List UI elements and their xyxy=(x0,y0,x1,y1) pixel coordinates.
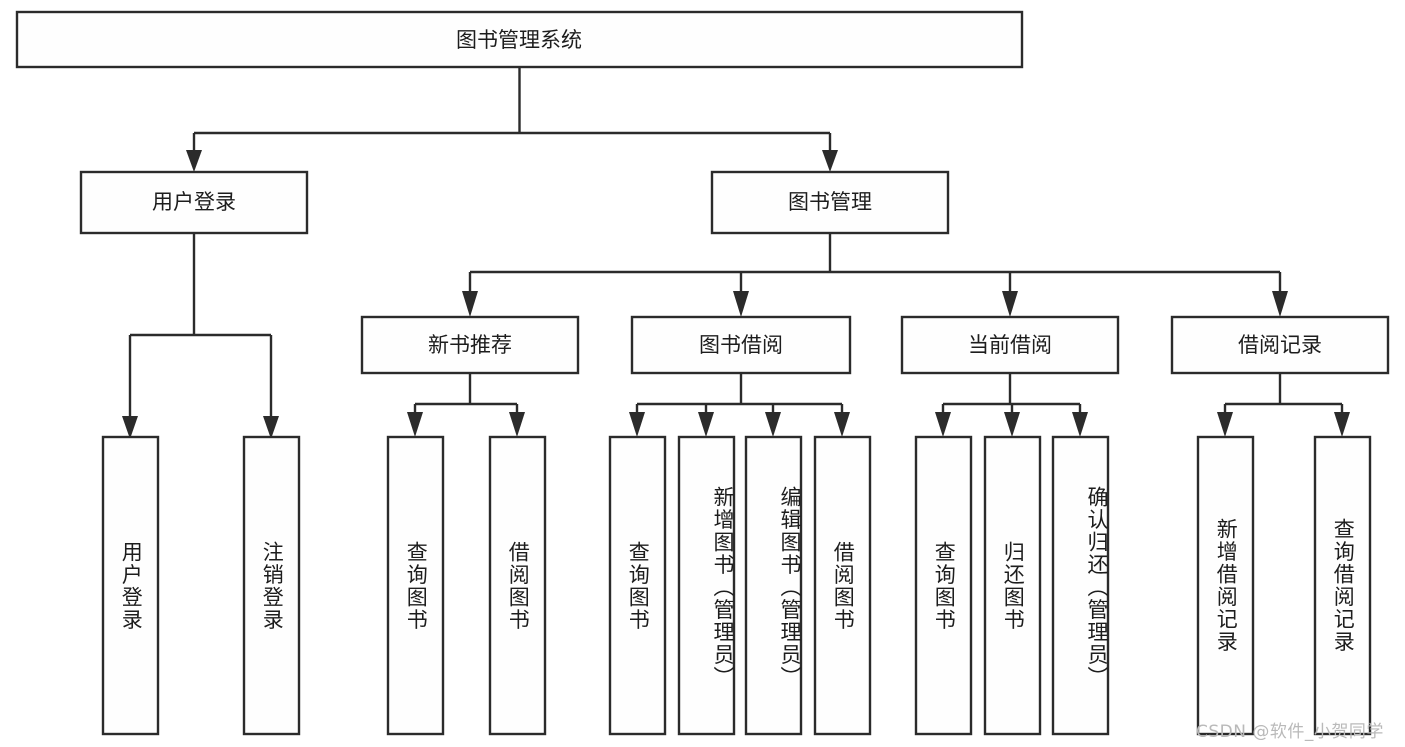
node-label-user-login: 用户登录 xyxy=(152,190,236,214)
arrow-head-book-manage xyxy=(822,150,838,172)
arrow-head-leaf-confirm-return xyxy=(1072,412,1088,437)
node-label-current-borrow: 当前借阅 xyxy=(968,333,1052,357)
node-box-new-book-rec[interactable] xyxy=(360,315,580,375)
node-box-leaf-confirm-return[interactable] xyxy=(1051,435,1110,736)
arrow-head-leaf-add-book xyxy=(698,412,714,437)
connector-group-book-borrow xyxy=(629,373,850,437)
node-box-current-borrow[interactable] xyxy=(900,315,1120,375)
node-box-leaf-logout[interactable] xyxy=(242,435,301,736)
arrow-head-leaf-user-login xyxy=(122,416,138,439)
arrow-head-leaf-query-book-1 xyxy=(407,412,423,437)
node-box-leaf-borrow-book-2[interactable] xyxy=(813,435,872,736)
node-box-book-borrow[interactable] xyxy=(630,315,852,375)
arrow-head-leaf-logout xyxy=(263,416,279,439)
node-box-leaf-borrow-book-1[interactable] xyxy=(488,435,547,736)
node-box-leaf-add-book[interactable] xyxy=(677,435,736,736)
node-label-book-manage: 图书管理 xyxy=(788,190,872,214)
arrow-head-leaf-borrow-book-2 xyxy=(834,412,850,437)
node-box-leaf-query-book-2[interactable] xyxy=(608,435,667,736)
arrow-head-leaf-add-record xyxy=(1217,412,1233,437)
node-box-leaf-add-record[interactable] xyxy=(1196,435,1255,736)
node-box-root[interactable] xyxy=(15,10,1024,69)
connector-group-borrow-record xyxy=(1217,373,1350,437)
arrow-head-leaf-query-record xyxy=(1334,412,1350,437)
arrow-head-leaf-return-book xyxy=(1004,412,1020,437)
arrow-head-borrow-record xyxy=(1272,291,1288,317)
connector-group-book-manage xyxy=(462,233,1288,317)
node-box-user-login[interactable] xyxy=(79,170,309,235)
arrow-head-new-book-rec xyxy=(462,291,478,317)
csdn-watermark: CSDN @软件_小贺同学 xyxy=(1196,722,1384,742)
connector-group-current-borrow xyxy=(935,373,1088,437)
arrow-head-user-login xyxy=(186,150,202,172)
node-box-borrow-record[interactable] xyxy=(1170,315,1390,375)
arrow-head-leaf-query-book-3 xyxy=(935,412,951,437)
arrow-head-leaf-edit-book xyxy=(765,412,781,437)
node-label-root: 图书管理系统 xyxy=(456,28,582,52)
node-label-book-borrow: 图书借阅 xyxy=(699,333,783,357)
arrow-head-leaf-borrow-book-1 xyxy=(509,412,525,437)
arrow-head-book-borrow xyxy=(733,291,749,317)
connector-group-root xyxy=(186,67,838,172)
arrow-head-current-borrow xyxy=(1002,291,1018,317)
arrow-head-leaf-query-book-2 xyxy=(629,412,645,437)
node-box-leaf-user-login[interactable] xyxy=(101,435,160,736)
node-label-borrow-record: 借阅记录 xyxy=(1238,333,1322,357)
node-box-leaf-edit-book[interactable] xyxy=(744,435,803,736)
node-box-leaf-query-book-1[interactable] xyxy=(386,435,445,736)
node-box-book-manage[interactable] xyxy=(710,170,950,235)
connector-group-user-login xyxy=(122,233,279,439)
connector-group-new-book-rec xyxy=(407,373,525,437)
node-box-leaf-return-book[interactable] xyxy=(983,435,1042,736)
node-box-leaf-query-book-3[interactable] xyxy=(914,435,973,736)
node-box-leaf-query-record[interactable] xyxy=(1313,435,1372,736)
node-label-new-book-rec: 新书推荐 xyxy=(428,333,512,357)
